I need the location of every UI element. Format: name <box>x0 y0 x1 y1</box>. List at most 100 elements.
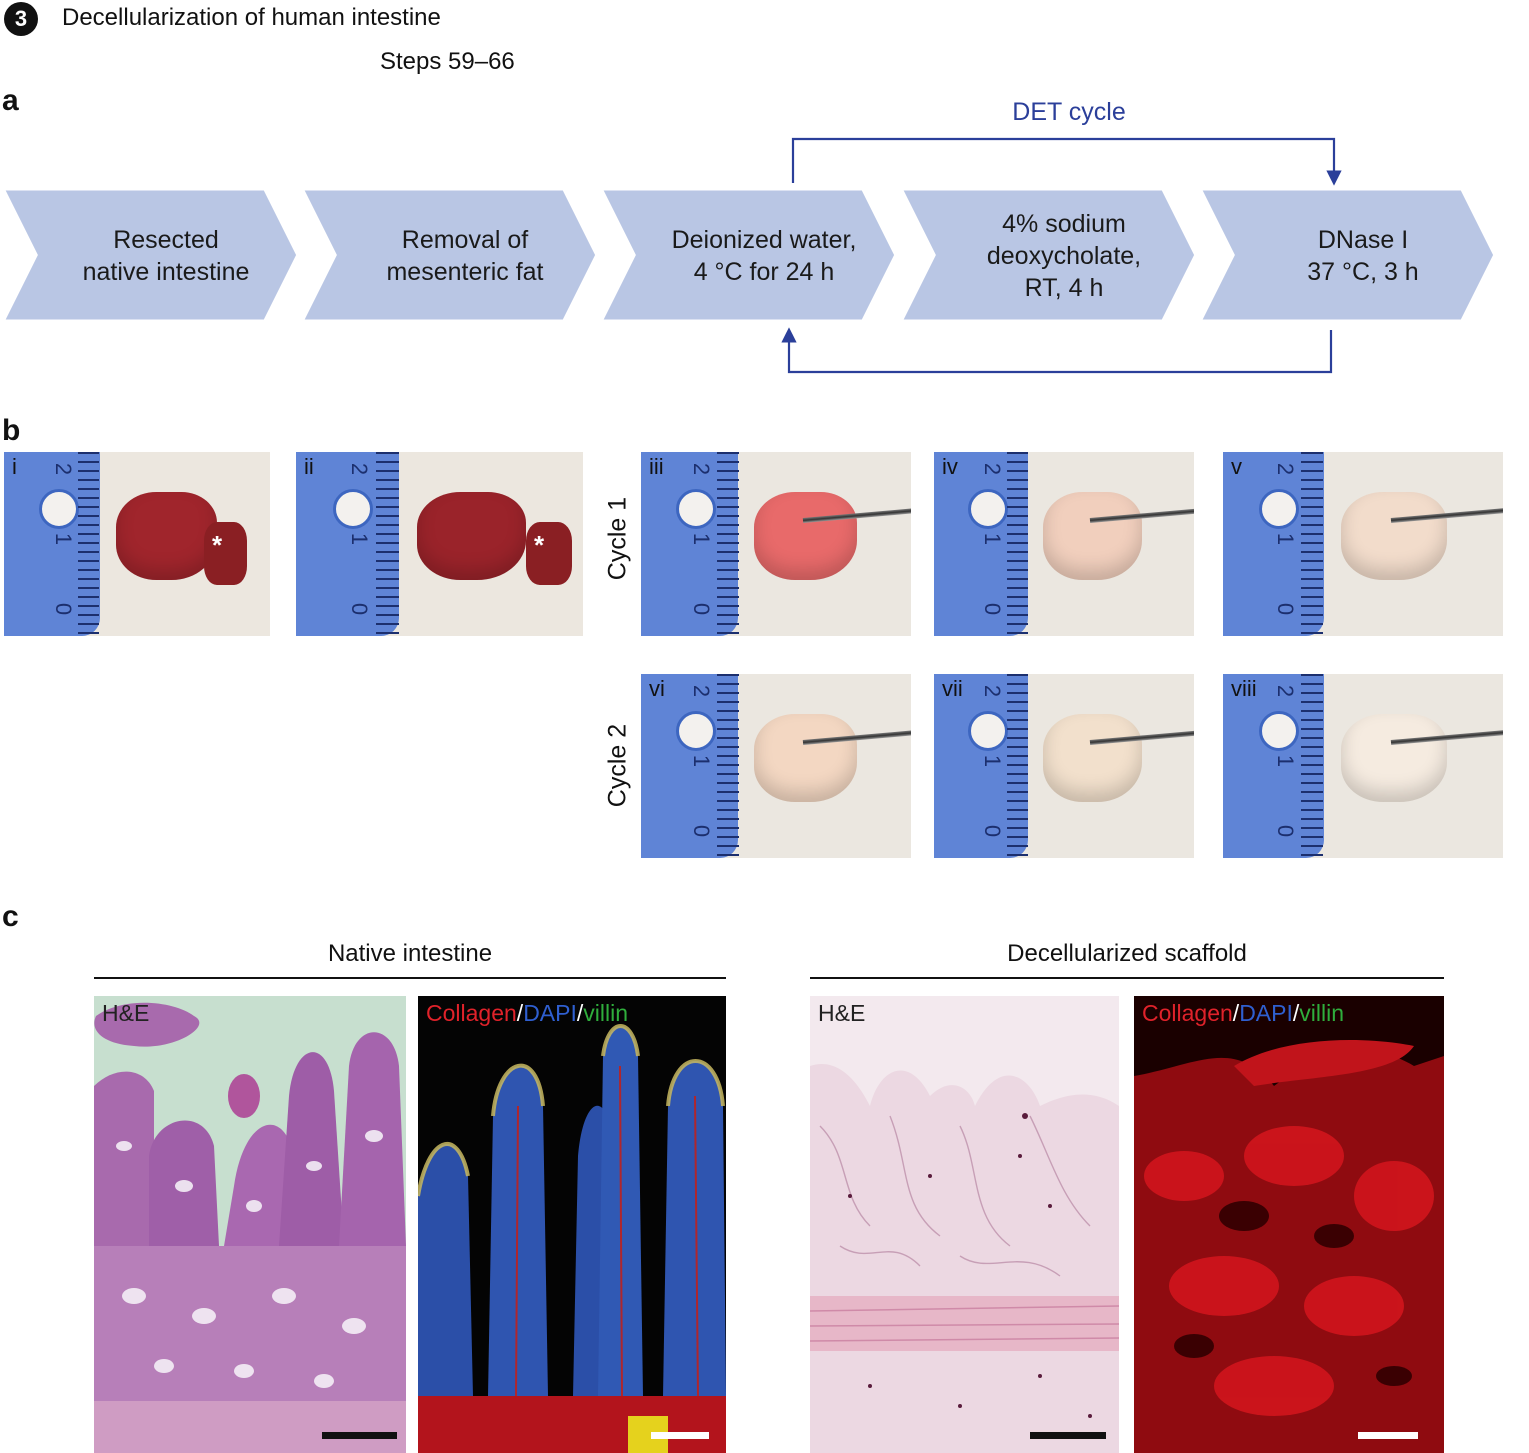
scaffold-he-micrograph: H&E <box>810 996 1119 1453</box>
ruler-number: 0 <box>689 602 715 616</box>
tissue-photo-iv: 2 1 0 iv <box>934 452 1194 636</box>
native-group-rule <box>94 977 726 979</box>
photo-label-iv: iv <box>942 454 958 479</box>
photo-label-v: v <box>1231 454 1242 479</box>
workflow-step-2-text: mesenteric fat <box>386 258 543 286</box>
scaffold-if-micrograph: Collagen/DAPI/villin <box>1134 996 1444 1453</box>
label-separator: / <box>576 1000 584 1026</box>
workflow-step-5-text: DNase I <box>1318 226 1408 254</box>
scaffold-if-label: Collagen/DAPI/villin <box>1142 1000 1344 1027</box>
workflow-step-1 <box>0 183 304 327</box>
native-if-scale-bar <box>651 1432 709 1439</box>
workflow-step-4-text: 4% sodium <box>1002 210 1126 238</box>
ruler-ticks <box>717 452 739 636</box>
ruler-number: 1 <box>51 532 77 546</box>
ruler-hole <box>1259 711 1299 751</box>
mesenteric-fat <box>526 522 572 585</box>
ruler-number: 1 <box>689 754 715 768</box>
ruler-number: 1 <box>347 532 373 546</box>
ruler-ticks <box>1301 452 1323 636</box>
tissue-sample <box>1043 492 1142 580</box>
ruler-hole <box>968 711 1008 751</box>
tissue-sample <box>417 492 526 580</box>
panel-letter-c: c <box>2 900 19 933</box>
ruler-number: 2 <box>689 462 715 476</box>
ruler-number: 0 <box>1273 824 1299 838</box>
tissue-sample <box>754 714 857 802</box>
workflow-step-3-text: 4 °C for 24 h <box>694 258 835 286</box>
ruler-hole <box>39 489 79 529</box>
tissue-photo-vii: 2 1 0 vii <box>934 674 1194 858</box>
tissue-photo-iii: 2 1 0 iii <box>641 452 911 636</box>
photo-label-viii: viii <box>1231 676 1257 701</box>
dapi-stain-label: DAPI <box>523 1000 577 1026</box>
ruler-number: 0 <box>980 824 1006 838</box>
workflow-step-2 <box>293 183 603 327</box>
scaffold-he-scale-bar <box>1030 1432 1106 1439</box>
label-separator: / <box>1292 1000 1300 1026</box>
ruler-hole <box>676 711 716 751</box>
villin-stain-label: villin <box>583 1000 628 1026</box>
asterisk-marker: * <box>212 530 223 560</box>
scaffold-group-rule <box>810 977 1444 979</box>
ruler-number: 0 <box>347 602 373 616</box>
photo-label-vii: vii <box>942 676 963 701</box>
collagen-stain-label: Collagen <box>426 1000 517 1026</box>
cycle-2-label: Cycle 2 <box>603 723 632 808</box>
native-he-scale-bar <box>322 1432 397 1439</box>
native-he-label: H&E <box>102 1000 150 1026</box>
ruler-number: 0 <box>51 602 77 616</box>
tissue-sample <box>1341 714 1447 802</box>
ruler-number: 1 <box>1273 754 1299 768</box>
native-intestine-title: Native intestine <box>327 940 493 967</box>
native-if-label: Collagen/DAPI/villin <box>426 1000 628 1027</box>
workflow-step-5-text: 37 °C, 3 h <box>1307 258 1418 286</box>
ruler-number: 1 <box>689 532 715 546</box>
ruler-number: 2 <box>1273 462 1299 476</box>
ruler-number: 0 <box>980 602 1006 616</box>
dapi-stain-label: DAPI <box>1239 1000 1293 1026</box>
ruler-number: 2 <box>1273 684 1299 698</box>
tissue-sample <box>116 492 217 580</box>
ruler-number: 0 <box>1273 602 1299 616</box>
ruler-ticks <box>1007 674 1028 858</box>
cycle-1-label: Cycle 1 <box>603 496 632 581</box>
det-cycle-label: DET cycle <box>1012 98 1125 126</box>
mesenteric-fat <box>204 522 247 585</box>
workflow-step-4-text: RT, 4 h <box>1025 274 1104 302</box>
label-separator: / <box>1232 1000 1240 1026</box>
photo-label-iii: iii <box>649 454 664 479</box>
ruler-ticks <box>717 674 739 858</box>
native-he-micrograph: H&E <box>94 996 406 1453</box>
ruler-ticks <box>78 452 99 636</box>
ruler-ticks <box>376 452 399 636</box>
ruler-ticks <box>1007 452 1028 636</box>
ruler-hole <box>1259 489 1299 529</box>
workflow-step-5 <box>1191 183 1501 327</box>
asterisk-marker: * <box>534 530 545 560</box>
ruler-number: 2 <box>689 684 715 698</box>
panel-letter-b: b <box>2 414 21 447</box>
workflow-step-3-text: Deionized water, <box>672 226 857 254</box>
ruler-number: 2 <box>980 462 1006 476</box>
tissue-sample <box>754 492 857 580</box>
ruler-number: 2 <box>980 684 1006 698</box>
workflow-step-2-text: Removal of <box>402 226 528 254</box>
label-separator: / <box>516 1000 524 1026</box>
photo-label-ii: ii <box>304 454 314 479</box>
tissue-photo-ii: 2 1 0 * ii <box>296 452 583 636</box>
ruler-number: 1 <box>980 532 1006 546</box>
ruler-number: 2 <box>347 462 373 476</box>
collagen-stain-label: Collagen <box>1142 1000 1233 1026</box>
ruler-number: 1 <box>980 754 1006 768</box>
photo-label-vi: vi <box>649 676 665 701</box>
workflow-step-3 <box>592 183 902 327</box>
scaffold-if-scale-bar <box>1358 1432 1418 1439</box>
tissue-sample <box>1043 714 1142 802</box>
scaffold-he-label: H&E <box>818 1000 866 1026</box>
ruler-hole <box>676 489 716 529</box>
